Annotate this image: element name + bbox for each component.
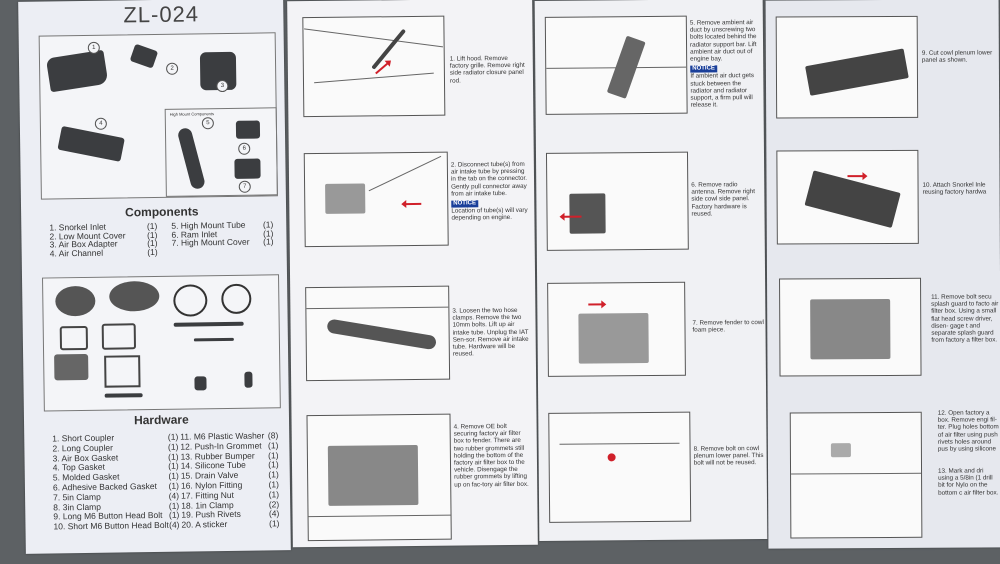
- hardware-list-left: 1. Short Coupler(1) 2. Long Coupler(1) 3…: [52, 431, 180, 532]
- step-5-illustration: [544, 15, 688, 115]
- bolt-part: [193, 337, 234, 342]
- step-2-text: 2. Disconnect tube(s) from air intake tu…: [450, 160, 528, 223]
- step-1-illustration: [302, 15, 446, 118]
- clamp-part: [173, 284, 208, 317]
- bolt-part: [173, 321, 244, 327]
- step-8-illustration: [548, 411, 692, 523]
- components-title: Components: [125, 204, 199, 220]
- step-12-text: 12. Open factory a box. Remove engi fil-…: [937, 409, 999, 453]
- long-coupler-part: [109, 280, 160, 312]
- drain-valve-part: [194, 376, 207, 391]
- hardware-title: Hardware: [133, 412, 189, 428]
- adhesive-gasket-part: [104, 355, 141, 388]
- step-1-text: 1. Lift hood. Remove factory grille. Rem…: [449, 54, 525, 85]
- rivet-part: [244, 371, 253, 388]
- step-4-text: 4. Remove OE bolt securing factory air f…: [453, 423, 529, 489]
- ram-inlet-part: [235, 120, 261, 139]
- hardware-list-right: 11. M6 Plastic Washer(8) 12. Push-In Gro…: [180, 430, 280, 530]
- components-list-right: 5. High Mount Tube(1) 6. Ram Inlet(1) 7.…: [171, 219, 274, 248]
- silicone-tube-part: [104, 393, 143, 398]
- step-10-illustration: [776, 149, 919, 245]
- step-4-illustration: [306, 413, 452, 542]
- steps-panel-5-8: 5. Remove ambient air duct by unscrewing…: [534, 0, 768, 541]
- gasket-part: [59, 325, 89, 351]
- step-3-text: 3. Loosen the two hose clamps. Remove th…: [452, 306, 529, 358]
- high-mount-cover-part: [234, 158, 261, 179]
- step-10-text: 10. Attach Snorkel Inle reusing factory …: [922, 181, 987, 196]
- step-12-illustration: [789, 411, 923, 539]
- step-6-text: 6. Remove radio antenna. Remove right si…: [691, 181, 756, 218]
- high-mount-box: High Mount Components 5 6 7: [164, 107, 278, 197]
- molded-gasket-part: [54, 353, 89, 381]
- step-5-text: 5. Remove ambient air duct by unscrewing…: [689, 19, 757, 109]
- components-list-left: 1. Snorkel Inlet(1) 2. Low Mount Cover(1…: [49, 220, 158, 259]
- step-7-text: 7. Remove fender to cowl foam piece.: [692, 319, 764, 334]
- step-8-text: 8. Remove bolt on cowl plenum lower pane…: [693, 445, 764, 468]
- step-6-illustration: [545, 151, 689, 251]
- step-11-illustration: [779, 277, 922, 377]
- step-13-text: 13. Mark and dri using a 5/8in (1 drill …: [938, 467, 999, 497]
- snorkel-inlet-part: [45, 49, 109, 93]
- hardware-diagram: [42, 274, 281, 412]
- low-mount-cover-part: [129, 43, 159, 69]
- step-9-text: 9. Cut cowl plenum lower panel as shown.: [921, 49, 993, 64]
- air-channel-part: [57, 125, 125, 162]
- step-2-illustration: [303, 151, 449, 248]
- high-mount-tube-part: [176, 126, 207, 191]
- components-panel: ZL-024 1 2 3 4 High Mount Components 5 6…: [18, 0, 291, 554]
- clamp-part: [221, 283, 252, 315]
- steps-panel-9-13: 9. Cut cowl plenum lower panel as shown.…: [765, 0, 1000, 549]
- step-7-illustration: [547, 281, 686, 377]
- gasket-part: [101, 323, 137, 350]
- steps-panel-1-4: 1. Lift hood. Remove factory grille. Rem…: [287, 0, 538, 548]
- components-diagram: 1 2 3 4 High Mount Components 5 6 7: [38, 32, 278, 200]
- step-9-illustration: [775, 15, 919, 119]
- model-number: ZL-024: [123, 1, 200, 28]
- short-coupler-part: [55, 285, 96, 317]
- step-3-illustration: [305, 285, 451, 382]
- step-11-text: 11. Remove bolt secu splash guard to fac…: [931, 293, 999, 344]
